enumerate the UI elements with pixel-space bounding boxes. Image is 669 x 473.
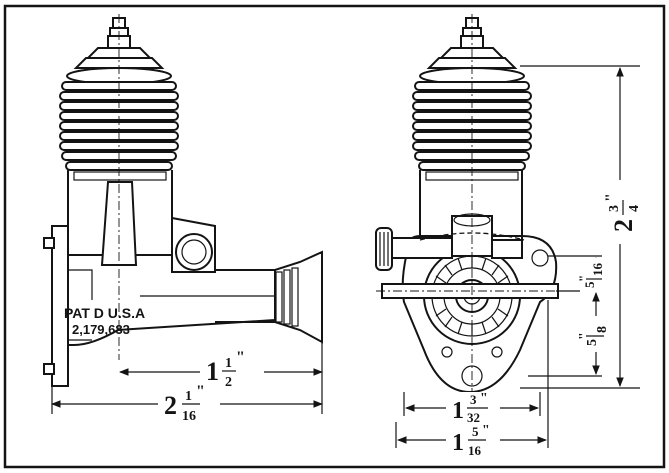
crankcase-front [401,235,558,394]
drawing-border [3,4,666,469]
dim-overall-length: 2 1 16 " [51,383,323,426]
svg-text:1: 1 [225,356,232,371]
svg-text:32: 32 [467,410,480,425]
front-view [375,14,566,420]
svg-text:": " [576,275,591,282]
dim-crankcase-width: 1 3 32 " [403,391,541,428]
mount-hole-right [531,249,549,267]
svg-text:16: 16 [590,263,605,277]
svg-text:": " [236,349,245,366]
patent-number: 2,179,683 [72,322,130,337]
carburetor-front [375,213,523,271]
svg-text:1: 1 [206,357,219,386]
svg-text:1: 1 [452,398,464,424]
svg-text:2: 2 [164,391,177,420]
svg-text:3: 3 [470,392,477,407]
svg-text:2: 2 [225,375,232,390]
dim-shaft-offsets: 5 16 " 5 8 " [528,255,610,377]
exhaust-stack [140,250,323,344]
svg-text:5: 5 [585,339,600,346]
svg-text:3: 3 [607,205,622,212]
dim-overall-height: 2 3 4 " [520,65,642,389]
svg-text:": " [482,423,490,438]
mount-flange [51,225,69,387]
svg-text:": " [480,391,488,406]
svg-text:": " [577,332,592,340]
carburetor-side [171,216,216,273]
svg-text:": " [603,193,620,202]
patent-label: PAT D U.S.A [64,305,145,321]
svg-text:4: 4 [627,205,642,212]
svg-text:1: 1 [452,430,464,456]
dim-exhaust-length: 1 1 2 " [119,342,323,390]
svg-text:5: 5 [582,281,597,288]
svg-text:16: 16 [182,409,196,424]
svg-text:5: 5 [472,424,479,439]
svg-text:8: 8 [595,326,610,333]
side-view [43,14,323,387]
svg-text:16: 16 [468,443,482,458]
svg-text:2: 2 [609,219,638,232]
svg-text:1: 1 [185,389,192,404]
dim-mount-width: 1 5 16 " [395,300,549,462]
svg-text:": " [196,383,205,400]
